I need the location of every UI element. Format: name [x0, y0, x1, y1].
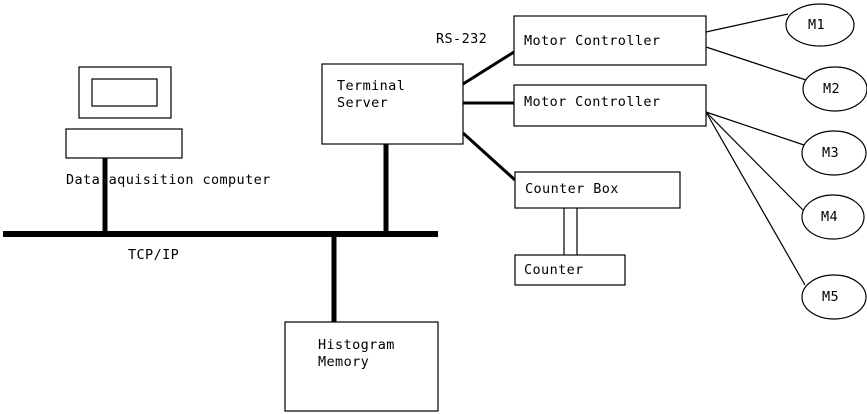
link-terminal-server-to-counter-box	[461, 131, 517, 182]
counter-label: Counter	[524, 262, 584, 278]
motor-controller-2-label: Motor Controller	[524, 94, 661, 110]
motor-m1-label: M1	[808, 17, 826, 33]
tcpip-bus-label: TCP/IP	[128, 247, 180, 263]
counter-box-box	[514, 171, 681, 209]
rs-232-label: RS-232	[436, 31, 488, 47]
link-motor-controller-2-to-m5	[705, 111, 806, 286]
counter-box-label: Counter Box	[525, 181, 619, 197]
link-motor-controller-1-to-m2	[705, 46, 807, 81]
link-motor-controller-2-to-m4	[705, 111, 805, 212]
motor-m3-shape	[801, 130, 867, 176]
histogram-memory-label-line1: Histogram	[318, 337, 395, 353]
link-terminal-server-to-motor-controller-1	[462, 50, 515, 86]
data-acquisition-computer-label: Data aquisition computer	[66, 172, 271, 188]
motor-m1-shape	[785, 3, 855, 47]
terminal-server-label-line2: Server	[337, 95, 389, 111]
terminal-server-label-line1: Terminal	[337, 78, 406, 94]
motor-m2-shape	[802, 66, 867, 112]
motor-m4-label: M4	[821, 209, 839, 225]
motor-m3-label: M3	[822, 145, 840, 161]
motor-m5-shape	[801, 274, 867, 320]
computer-base-shape	[65, 128, 183, 159]
terminal-server-box	[321, 63, 464, 145]
link-motor-controller-2-to-m3	[705, 111, 805, 146]
motor-m5-label: M5	[822, 289, 840, 305]
link-motor-controller-1-to-m1	[705, 13, 789, 33]
motor-controller-2-box	[513, 84, 707, 127]
counter-box	[514, 254, 626, 286]
histogram-memory-box	[284, 321, 439, 412]
computer-screen-shape	[91, 78, 158, 107]
motor-m4-shape	[801, 194, 865, 240]
motor-controller-1-box	[513, 15, 707, 66]
motor-controller-1-label: Motor Controller	[524, 33, 661, 49]
motor-m2-label: M2	[823, 81, 841, 97]
histogram-memory-label-line2: Memory	[318, 354, 370, 370]
